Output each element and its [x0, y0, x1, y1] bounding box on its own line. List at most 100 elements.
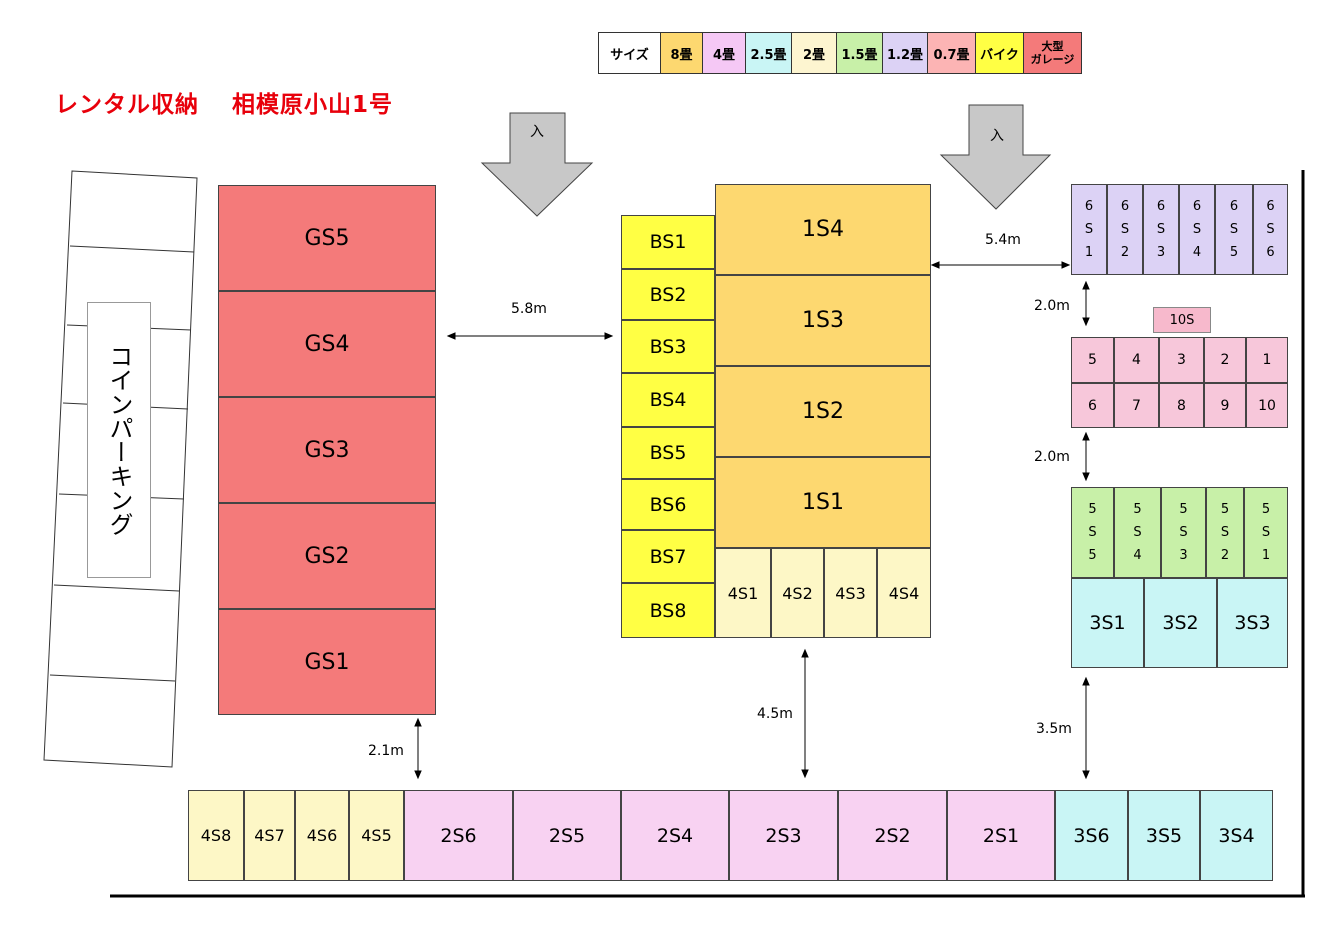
unit-gs4[interactable]: GS4	[218, 291, 436, 397]
unit-3s4[interactable]: 3S4	[1200, 790, 1273, 881]
size-legend: サイズ 8畳 4畳 2.5畳 2畳 1.5畳 1.2畳 0.7畳 バイク 大型 …	[598, 32, 1082, 74]
unit-4s4[interactable]: 4S4	[877, 548, 931, 638]
unit-6s3-line3: 3	[1156, 245, 1166, 260]
unit-6s2-line2: S	[1120, 222, 1130, 237]
unit-6s6-line1: 6	[1266, 199, 1275, 214]
entrance-label-right: 入	[990, 128, 1004, 144]
unit-5s4-line2: S	[1133, 525, 1142, 540]
unit-3s1[interactable]: 3S1	[1071, 578, 1144, 668]
unit-1s1[interactable]: 1S1	[715, 457, 931, 548]
unit-10s-10[interactable]: 10	[1246, 383, 1288, 428]
unit-10s-8[interactable]: 8	[1159, 383, 1204, 428]
unit-5s5-line1: 5	[1088, 502, 1097, 517]
unit-2s3[interactable]: 2S3	[729, 790, 838, 881]
unit-4s5[interactable]: 4S5	[349, 790, 404, 881]
unit-6s5-line3: 5	[1229, 245, 1239, 260]
unit-6s6-line3: 6	[1266, 245, 1275, 260]
unit-10s-4[interactable]: 4	[1114, 337, 1159, 383]
unit-6s6-line2: S	[1266, 222, 1275, 237]
unit-4s1[interactable]: 4S1	[715, 548, 771, 638]
unit-bs5[interactable]: BS5	[621, 427, 715, 479]
unit-5s1-line1: 5	[1261, 502, 1271, 517]
unit-5s4-line1: 5	[1133, 502, 1142, 517]
unit-6s4-line2: S	[1192, 222, 1202, 237]
unit-4s3[interactable]: 4S3	[824, 548, 877, 638]
unit-5s2-line3: 2	[1220, 548, 1230, 563]
unit-3s3[interactable]: 3S3	[1217, 578, 1288, 668]
unit-10s-6[interactable]: 6	[1071, 383, 1114, 428]
coin-parking-label: コインパーキング	[87, 302, 151, 578]
legend-0-7jo: 0.7畳	[928, 33, 976, 73]
unit-3s2[interactable]: 3S2	[1144, 578, 1217, 668]
unit-2s4[interactable]: 2S4	[621, 790, 729, 881]
entrance-arrow-left	[480, 112, 594, 217]
unit-10s-9[interactable]: 9	[1204, 383, 1246, 428]
unit-6s5-line2: S	[1229, 222, 1239, 237]
unit-3s5[interactable]: 3S5	[1128, 790, 1200, 881]
unit-6s2-line3: 2	[1120, 245, 1130, 260]
unit-1s2[interactable]: 1S2	[715, 366, 931, 457]
unit-gs2[interactable]: GS2	[218, 503, 436, 609]
unit-bs2[interactable]: BS2	[621, 269, 715, 320]
unit-4s2[interactable]: 4S2	[771, 548, 824, 638]
unit-bs1[interactable]: BS1	[621, 215, 715, 269]
unit-5s5-line3: 5	[1088, 548, 1097, 563]
unit-6s1-line3: 1	[1084, 245, 1094, 260]
unit-10s-1[interactable]: 1	[1246, 337, 1288, 383]
unit-gs1[interactable]: GS1	[218, 609, 436, 715]
unit-10s-5[interactable]: 5	[1071, 337, 1114, 383]
tag-10s: 10S	[1153, 307, 1211, 333]
unit-bs8[interactable]: BS8	[621, 583, 715, 638]
dimension-4-5m: 4.5m	[757, 706, 793, 722]
unit-4s6[interactable]: 4S6	[295, 790, 349, 881]
unit-5s3-line2: S	[1179, 525, 1188, 540]
unit-gs5[interactable]: GS5	[218, 185, 436, 291]
unit-bs3[interactable]: BS3	[621, 320, 715, 373]
unit-5s3-line1: 5	[1179, 502, 1188, 517]
unit-5s4-line3: 4	[1133, 548, 1142, 563]
unit-6s5-line1: 6	[1229, 199, 1239, 214]
unit-6s1-line1: 6	[1084, 199, 1094, 214]
map-title: レンタル収納 相模原小山1号	[55, 92, 394, 118]
unit-2s5[interactable]: 2S5	[513, 790, 621, 881]
unit-gs3[interactable]: GS3	[218, 397, 436, 503]
unit-4s7[interactable]: 4S7	[244, 790, 295, 881]
unit-1s4[interactable]: 1S4	[715, 184, 931, 275]
unit-6s4-line3: 4	[1192, 245, 1202, 260]
unit-6s4-line1: 6	[1192, 199, 1202, 214]
coin-parking-text: コインパーキング	[105, 344, 133, 536]
dimension-2-1m: 2.1m	[368, 743, 404, 759]
unit-5s1-line3: 1	[1261, 548, 1271, 563]
unit-3s6[interactable]: 3S6	[1055, 790, 1128, 881]
legend-1-5jo: 1.5畳	[837, 33, 883, 73]
unit-2s6[interactable]: 2S6	[404, 790, 513, 881]
unit-bs7[interactable]: BS7	[621, 530, 715, 583]
unit-1s3[interactable]: 1S3	[715, 275, 931, 366]
legend-2-5jo: 2.5畳	[746, 33, 792, 73]
unit-10s-7[interactable]: 7	[1114, 383, 1159, 428]
unit-10s-3[interactable]: 3	[1159, 337, 1204, 383]
unit-bs6[interactable]: BS6	[621, 479, 715, 530]
unit-6s3-line2: S	[1156, 222, 1166, 237]
legend-1-2jo: 1.2畳	[883, 33, 928, 73]
unit-bs4[interactable]: BS4	[621, 373, 715, 427]
unit-2s1[interactable]: 2S1	[947, 790, 1055, 881]
unit-5s2-line2: S	[1220, 525, 1230, 540]
unit-10s-2[interactable]: 2	[1204, 337, 1246, 383]
unit-4s8[interactable]: 4S8	[188, 790, 244, 881]
legend-bike: バイク	[976, 33, 1024, 73]
legend-4jo: 4畳	[703, 33, 746, 73]
unit-2s2[interactable]: 2S2	[838, 790, 947, 881]
entrance-arrow-right	[939, 104, 1052, 210]
